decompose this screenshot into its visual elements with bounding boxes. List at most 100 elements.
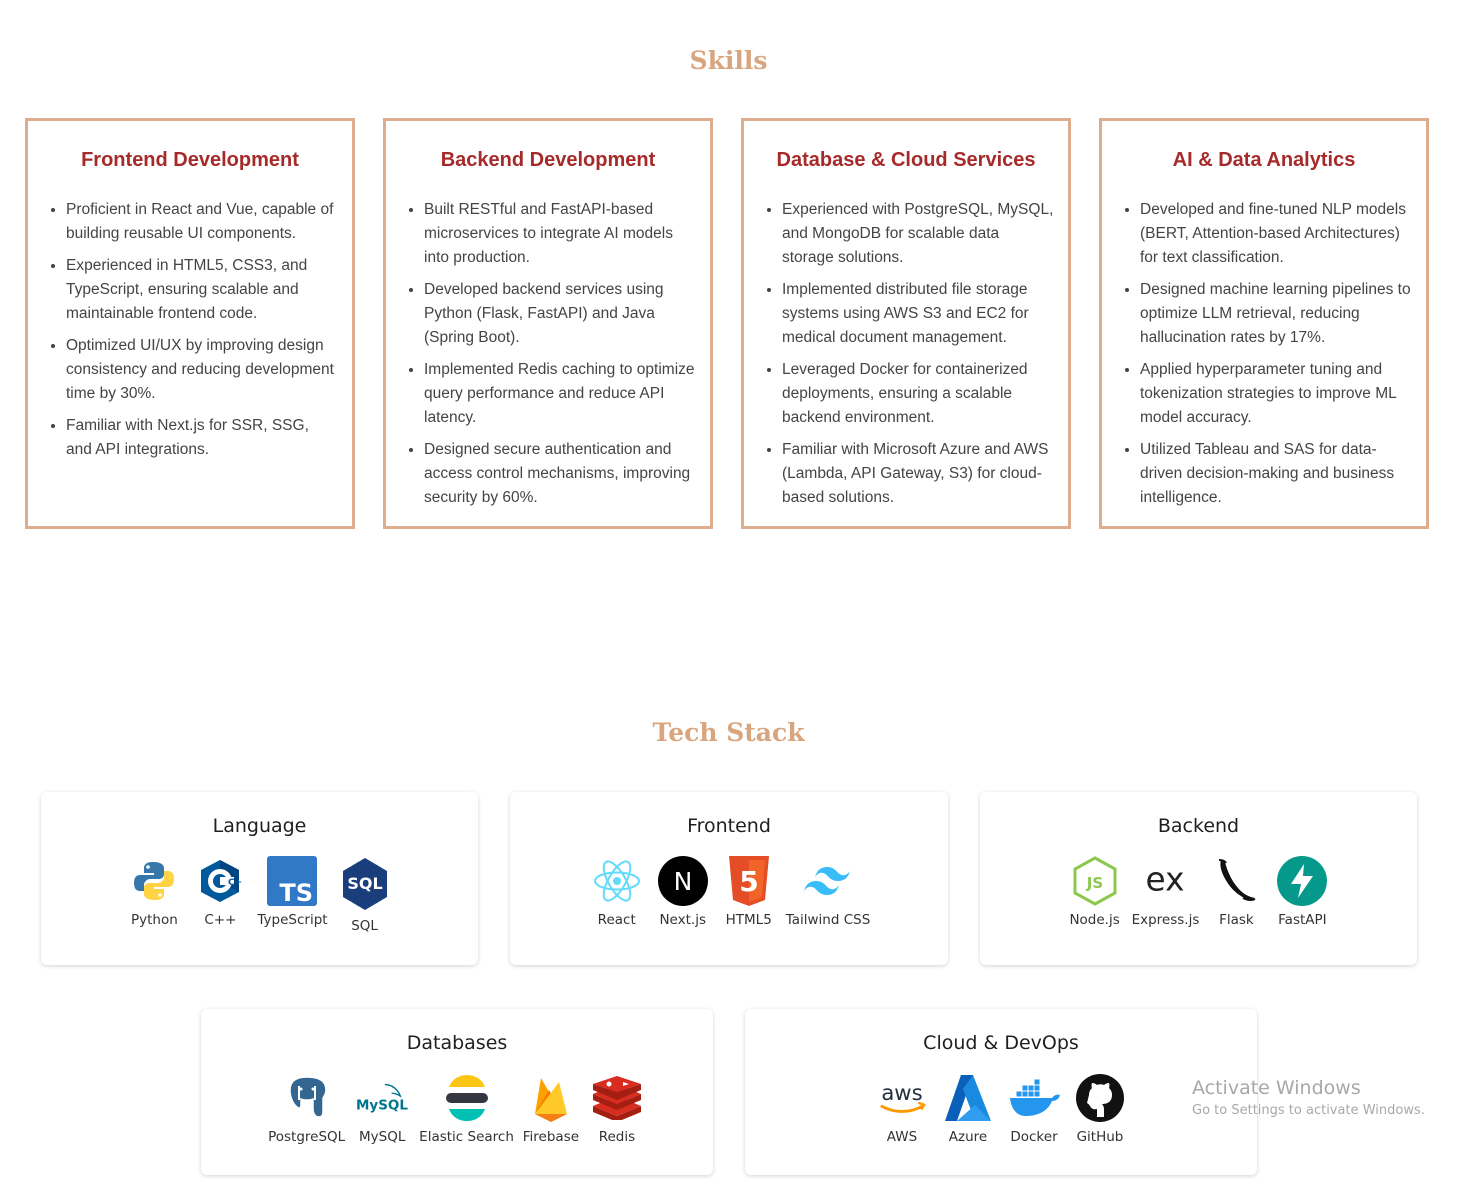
tech-item-sql[interactable]: SQL SQL bbox=[336, 855, 394, 934]
skill-list-item: Leveraged Docker for containerized deplo… bbox=[782, 358, 1054, 430]
skill-list: Built RESTful and FastAPI-based microser… bbox=[403, 198, 696, 518]
tech-label: Azure bbox=[948, 1129, 988, 1145]
svg-text:C++: C++ bbox=[228, 878, 242, 888]
svg-text:MySQL: MySQL bbox=[356, 1098, 408, 1114]
skill-card-ai-data: AI & Data Analytics Developed and fine-t… bbox=[1099, 118, 1429, 529]
tech-card-language: Language Python C++ bbox=[41, 792, 478, 965]
tech-item-fastapi[interactable]: FastAPI bbox=[1273, 855, 1331, 928]
aws-icon: aws bbox=[876, 1072, 928, 1124]
tech-card-title: Frontend bbox=[687, 815, 771, 837]
skill-list-item: Applied hyperparameter tuning and tokeni… bbox=[1140, 358, 1412, 430]
firebase-icon bbox=[525, 1072, 577, 1124]
tech-item-tailwind[interactable]: Tailwind CSS bbox=[785, 855, 871, 928]
tech-item-cpp[interactable]: C++ C++ bbox=[191, 855, 249, 934]
github-icon bbox=[1074, 1072, 1126, 1124]
skill-card-frontend: Frontend Development Proficient in React… bbox=[25, 118, 355, 529]
skill-list-item: Utilized Tableau and SAS for data-driven… bbox=[1140, 438, 1412, 510]
svg-text:aws: aws bbox=[881, 1080, 922, 1105]
tech-label: GitHub bbox=[1076, 1129, 1124, 1145]
tech-item-flask[interactable]: Flask bbox=[1207, 855, 1265, 928]
tech-label: React bbox=[597, 912, 636, 928]
tech-item-python[interactable]: Python bbox=[125, 855, 183, 934]
activate-windows-watermark: Activate Windows Go to Settings to activ… bbox=[1192, 1077, 1425, 1118]
tech-item-docker[interactable]: Docker bbox=[1005, 1072, 1063, 1145]
svg-text:JS: JS bbox=[1085, 874, 1102, 892]
tech-label: Flask bbox=[1219, 912, 1254, 928]
tech-item-github[interactable]: GitHub bbox=[1071, 1072, 1129, 1145]
flask-icon bbox=[1210, 855, 1262, 907]
skill-list-item: Implemented Redis caching to optimize qu… bbox=[424, 358, 696, 430]
cplusplus-icon: C++ bbox=[194, 855, 246, 907]
skill-list-item: Implemented distributed file storage sys… bbox=[782, 278, 1054, 350]
tech-item-aws[interactable]: aws AWS bbox=[873, 1072, 931, 1145]
skill-card-title: Frontend Development bbox=[81, 149, 299, 171]
tech-label: PostgreSQL bbox=[268, 1129, 346, 1145]
skill-card-database-cloud: Database & Cloud Services Experienced wi… bbox=[741, 118, 1071, 529]
docker-icon bbox=[1008, 1072, 1060, 1124]
sql-icon: SQL bbox=[339, 855, 391, 913]
tech-item-html5[interactable]: 5 HTML5 bbox=[720, 855, 778, 928]
react-icon bbox=[591, 855, 643, 907]
tech-label: Node.js bbox=[1069, 912, 1120, 928]
skill-list: Experienced with PostgreSQL, MySQL, and … bbox=[761, 198, 1054, 518]
mysql-icon: MySQL bbox=[356, 1072, 408, 1124]
skill-list-item: Designed secure authentication and acces… bbox=[424, 438, 696, 510]
tech-card-title: Databases bbox=[406, 1032, 508, 1054]
tailwind-icon bbox=[802, 855, 854, 907]
tech-item-nodejs[interactable]: JS Node.js bbox=[1066, 855, 1124, 928]
nextjs-icon: N bbox=[657, 855, 709, 907]
elasticsearch-icon bbox=[441, 1072, 493, 1124]
tech-icon-row: Python C++ C++ TS bbox=[41, 855, 478, 934]
tech-item-react[interactable]: React bbox=[588, 855, 646, 928]
tech-label: Docker bbox=[1010, 1129, 1058, 1145]
nodejs-icon: JS bbox=[1069, 855, 1121, 907]
tech-item-express[interactable]: ex Express.js bbox=[1132, 855, 1200, 928]
tech-label: FastAPI bbox=[1278, 912, 1327, 928]
svg-text:5: 5 bbox=[739, 865, 758, 898]
tech-card-frontend: Frontend React N bbox=[510, 792, 948, 965]
tech-item-redis[interactable]: Redis bbox=[588, 1072, 646, 1145]
tech-item-nextjs[interactable]: N Next.js bbox=[654, 855, 712, 928]
skill-list-item: Optimized UI/UX by improving design cons… bbox=[66, 334, 338, 406]
svg-text:TS: TS bbox=[280, 879, 314, 906]
tech-card-title: Cloud & DevOps bbox=[923, 1032, 1079, 1054]
tech-icon-row: PostgreSQL MySQL MySQL Elastic Search bbox=[201, 1072, 713, 1145]
tech-icon-row: JS Node.js ex Express.js Flask bbox=[980, 855, 1417, 928]
skill-list-item: Built RESTful and FastAPI-based microser… bbox=[424, 198, 696, 270]
tech-icon-row: aws AWS Azure bbox=[745, 1072, 1257, 1145]
skill-card-title: Backend Development bbox=[440, 149, 656, 171]
tech-label: C++ bbox=[204, 912, 237, 928]
tech-label: Elastic Search bbox=[419, 1129, 514, 1145]
tech-card-title: Language bbox=[212, 815, 307, 837]
tech-stack-section-title: Tech Stack bbox=[652, 718, 805, 747]
html5-icon: 5 bbox=[723, 855, 775, 907]
tech-card-title: Backend bbox=[1157, 815, 1240, 837]
tech-item-azure[interactable]: Azure bbox=[939, 1072, 997, 1145]
tech-item-firebase[interactable]: Firebase bbox=[522, 1072, 580, 1145]
tech-label: Firebase bbox=[522, 1129, 580, 1145]
skill-list-item: Developed and fine-tuned NLP models (BER… bbox=[1140, 198, 1412, 270]
svg-text:N: N bbox=[673, 867, 692, 896]
tech-item-mysql[interactable]: MySQL MySQL bbox=[353, 1072, 411, 1145]
redis-icon bbox=[591, 1072, 643, 1124]
tech-icon-row: React N Next.js 5 HTML5 bbox=[510, 855, 948, 928]
tech-label: AWS bbox=[886, 1129, 918, 1145]
skill-card-title: Database & Cloud Services bbox=[776, 149, 1036, 171]
tech-label: Python bbox=[131, 912, 178, 928]
azure-icon bbox=[942, 1072, 994, 1124]
skill-list-item: Designed machine learning pipelines to o… bbox=[1140, 278, 1412, 350]
fastapi-icon bbox=[1276, 855, 1328, 907]
tech-label: Tailwind CSS bbox=[785, 912, 871, 928]
tech-item-postgresql[interactable]: PostgreSQL bbox=[268, 1072, 345, 1145]
skill-list: Proficient in React and Vue, capable of … bbox=[45, 198, 338, 470]
svg-text:ex: ex bbox=[1146, 861, 1185, 899]
skill-list-item: Experienced with PostgreSQL, MySQL, and … bbox=[782, 198, 1054, 270]
watermark-subtitle: Go to Settings to activate Windows. bbox=[1192, 1103, 1425, 1118]
tech-item-elasticsearch[interactable]: Elastic Search bbox=[419, 1072, 514, 1145]
postgresql-icon bbox=[281, 1072, 333, 1124]
tech-card-cloud-devops: Cloud & DevOps aws AWS Azure bbox=[745, 1009, 1257, 1175]
express-icon: ex bbox=[1139, 855, 1191, 907]
skill-list-item: Experienced in HTML5, CSS3, and TypeScri… bbox=[66, 254, 338, 326]
tech-item-typescript[interactable]: TS TypeScript bbox=[257, 855, 328, 934]
tech-label: Express.js bbox=[1131, 912, 1200, 928]
